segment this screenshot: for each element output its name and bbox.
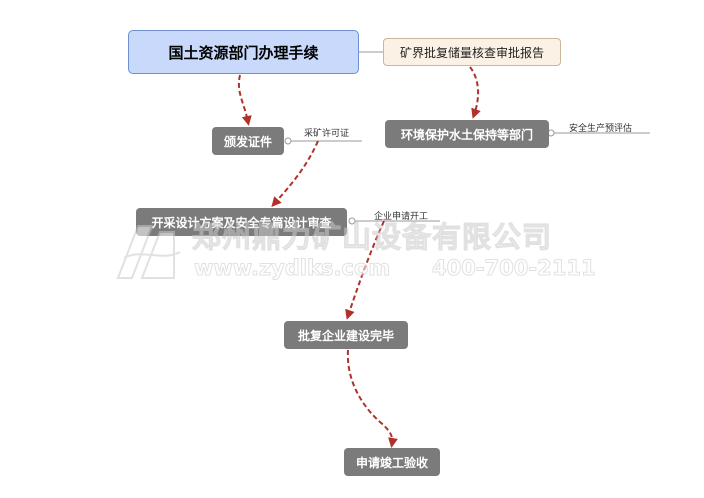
branch-line-mining-license	[284, 137, 362, 145]
report-note-node: 矿界批复储量核查审批报告	[383, 38, 561, 66]
branch-line-safety-assessment	[547, 129, 650, 137]
arrow-note-to-env	[469, 66, 481, 119]
root-node: 国土资源部门办理手续	[128, 30, 359, 74]
label-safety-assessment: 安全生产预评估	[569, 124, 633, 134]
watermark-company-name: 郑州鼎力矿山设备有限公司	[191, 220, 553, 255]
arrow-start-to-approved	[345, 220, 385, 320]
label-start-construction: 企业申请开工	[374, 212, 429, 222]
watermark-website: www.zydlks.com	[193, 256, 391, 281]
step-construction-approved: 批复企业建设完毕	[284, 321, 408, 349]
label-mining-license: 采矿许可证	[304, 129, 350, 139]
step-issue-certificate: 颁发证件	[212, 127, 284, 155]
step-completion-acceptance: 申请竣工验收	[344, 448, 440, 476]
arrow-license-to-design	[271, 140, 319, 207]
branch-line-start-construction	[348, 217, 440, 225]
arrow-approved-to-acceptance	[346, 349, 398, 448]
arrow-root-to-issue	[238, 74, 252, 126]
company-logo-icon	[116, 225, 181, 279]
watermark: 郑州鼎力矿山设备有限公司 www.zydlks.com 400-700-2111	[112, 212, 602, 286]
watermark-phone: 400-700-2111	[432, 256, 597, 281]
step-environment-departments: 环境保护水土保持等部门	[385, 120, 549, 148]
